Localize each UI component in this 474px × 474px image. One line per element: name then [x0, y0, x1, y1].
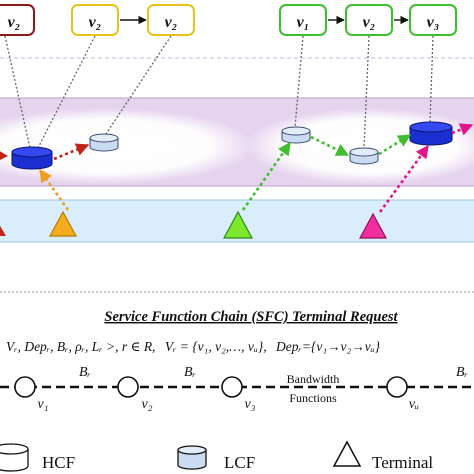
left-fog-area: [0, 108, 255, 184]
hcf-legend-icon: [0, 443, 29, 472]
svg-text:Bᵣ: Bᵣ: [184, 365, 196, 380]
terminal-legend-label: Terminal: [372, 453, 433, 472]
flow-arrows: [38, 123, 474, 213]
terminal-legend-icon: [332, 440, 362, 467]
sfc-panel-title: Service Function Chain (SFC) Terminal Re…: [104, 309, 398, 325]
left-vnf-box-3: [147, 4, 195, 36]
svg-text:v₃: v₃: [427, 14, 440, 31]
chain-node-2: [117, 376, 139, 398]
svg-text:v₃: v₃: [244, 397, 255, 412]
chain-node-u: [386, 376, 408, 398]
lcf-node-left: [89, 133, 119, 152]
left-vnf-box-2: [71, 4, 119, 36]
functions-text: Functions: [289, 391, 337, 405]
svg-text:vᵤ: vᵤ: [409, 397, 419, 412]
left-sfc-group: v₂ v₂ v₂: [0, 4, 195, 149]
chain-node-1: [14, 376, 36, 398]
legend: HCF LCF Terminal: [0, 440, 433, 472]
svg-text:v₂: v₂: [165, 14, 178, 31]
svg-text:Bᵣ: Bᵣ: [456, 365, 468, 380]
svg-text:v₂: v₂: [363, 14, 376, 31]
terminals: [0, 151, 388, 239]
right-vnf-box-1: [279, 4, 327, 36]
network-layers: [0, 57, 474, 293]
terminal-left-partial: [0, 225, 6, 236]
hcf-node-right: [409, 121, 453, 146]
lcf-node-right-1: [281, 126, 311, 144]
svg-text:v₁: v₁: [297, 14, 310, 31]
terminal-magenta: [358, 212, 388, 239]
bandwidth-text: Bandwidth: [287, 372, 340, 386]
right-sfc-group: v₁ v₂ v₃: [279, 4, 457, 149]
hcf-legend-label: HCF: [42, 453, 75, 472]
hcf-node-left: [11, 146, 53, 170]
terminal-orange: [48, 210, 78, 237]
sfc-request-panel: Service Function Chain (SFC) Terminal Re…: [0, 309, 474, 412]
left-vnf-box-1: [0, 4, 35, 36]
sfc-formula: Vᵣ, Depᵣ, Bᵣ, ρᵣ, Lᵣ >, r ∈ R, Vᵣ = {v₁,…: [6, 339, 381, 354]
svg-text:v₁: v₁: [37, 397, 48, 412]
lcf-legend-label: LCF: [224, 453, 255, 472]
terminal-green: [222, 210, 254, 239]
function-nodes: [11, 121, 453, 170]
terminal-red-top-left: [0, 151, 8, 160]
right-vnf-box-2: [345, 4, 393, 36]
chain-node-3: [221, 376, 243, 398]
lcf-node-right-2: [349, 147, 379, 165]
lcf-legend-icon: [177, 445, 207, 470]
svg-text:v₂: v₂: [89, 14, 102, 31]
svg-text:v₂: v₂: [8, 14, 21, 31]
svg-text:Bᵣ: Bᵣ: [79, 365, 91, 380]
right-vnf-box-3: [409, 4, 457, 36]
svg-text:v₂: v₂: [141, 397, 152, 412]
